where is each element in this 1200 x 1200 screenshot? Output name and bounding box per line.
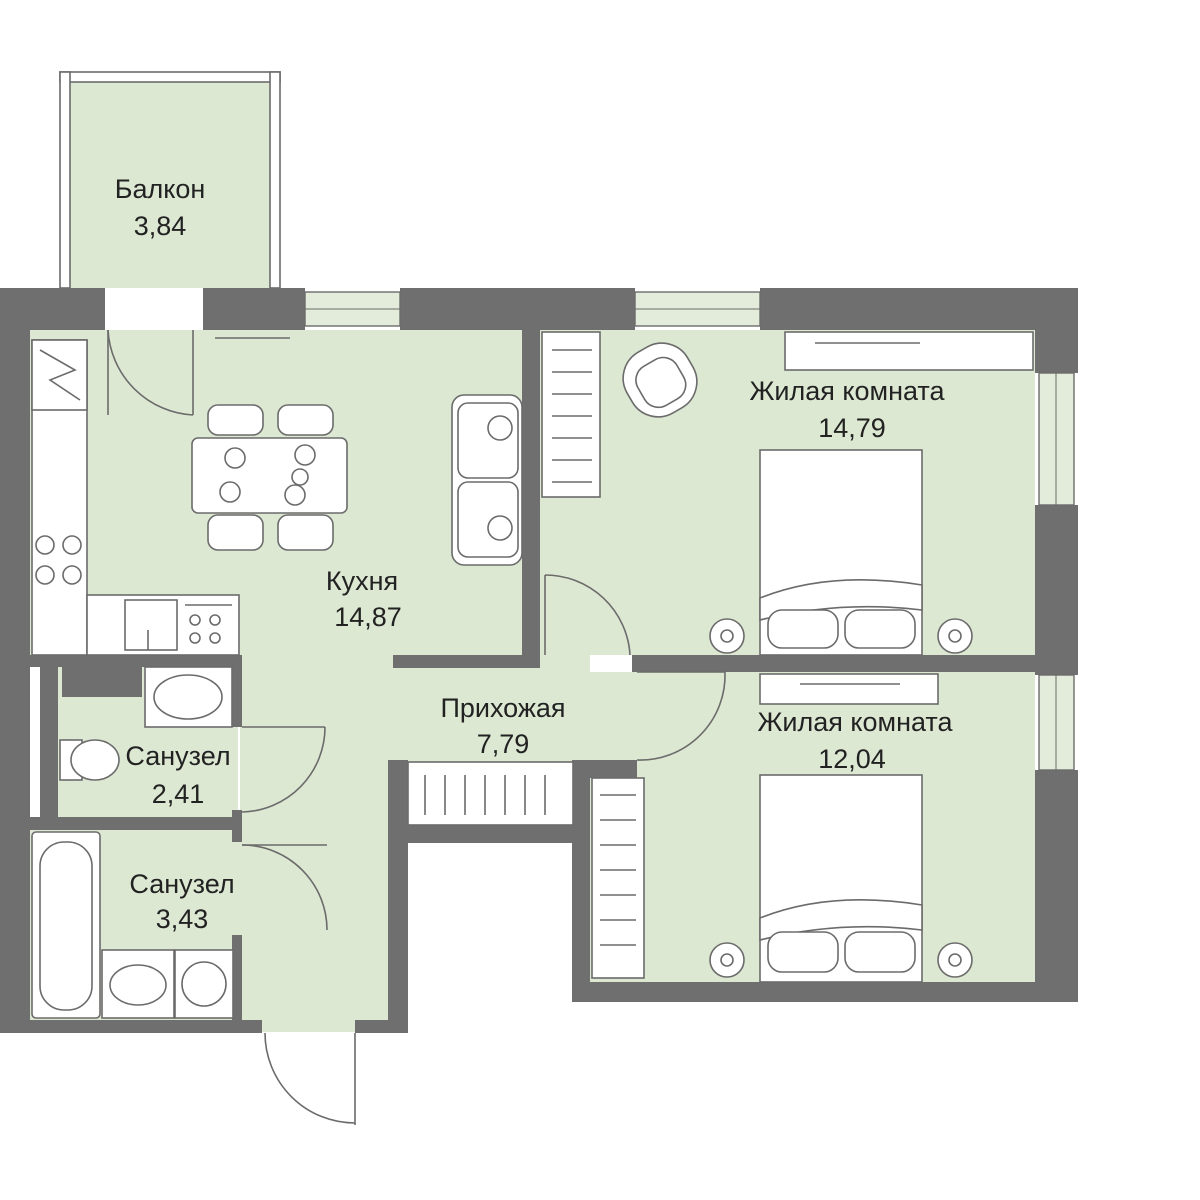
stove-icon bbox=[185, 604, 232, 644]
bedroom-1-area: 14,79 bbox=[818, 413, 886, 443]
wardrobe-2 bbox=[591, 777, 645, 979]
bedroom-2-name: Жилая комната bbox=[757, 707, 953, 737]
bath-1-name: Санузел bbox=[125, 741, 230, 771]
toilet-icon bbox=[59, 739, 120, 781]
bedroom-2-furniture bbox=[591, 673, 973, 983]
tv-stand-1 bbox=[784, 331, 1034, 371]
hall-wardrobe bbox=[407, 761, 574, 826]
balcony-floor bbox=[68, 80, 272, 288]
doors bbox=[107, 329, 726, 1125]
bedroom-2-area: 12,04 bbox=[818, 744, 886, 774]
bath-2-fixtures bbox=[31, 831, 234, 1019]
bath-1-fixtures bbox=[59, 666, 233, 781]
hall-furniture bbox=[407, 761, 574, 826]
cooktop-icon bbox=[35, 535, 82, 585]
hall-name: Прихожая bbox=[440, 693, 565, 723]
room-labels: Балкон 3,84 Кухня 14,87 Прихожая 7,79 Жи… bbox=[115, 174, 954, 934]
kitchen-furniture bbox=[31, 337, 523, 656]
kitchen-area: 14,87 bbox=[334, 602, 402, 632]
bed-2 bbox=[709, 774, 973, 983]
balcony-name: Балкон bbox=[115, 174, 206, 204]
armchair-icon bbox=[622, 342, 698, 418]
bath-2-name: Санузел bbox=[129, 869, 234, 899]
sofa-icon bbox=[451, 394, 523, 566]
wardrobe-1 bbox=[541, 331, 601, 498]
kitchen-name: Кухня bbox=[326, 566, 398, 596]
tv-stand-2 bbox=[759, 673, 939, 705]
bath-2-area: 3,43 bbox=[156, 904, 209, 934]
hall-floor bbox=[240, 655, 590, 770]
hall-area: 7,79 bbox=[477, 729, 530, 759]
bedroom-1-name: Жилая комната bbox=[749, 376, 945, 406]
walls bbox=[0, 288, 1078, 1033]
balcony-area: 3,84 bbox=[134, 211, 187, 241]
plate-icons bbox=[219, 444, 316, 506]
sink-icon bbox=[124, 599, 178, 651]
chair-icons bbox=[207, 404, 334, 551]
dining-table bbox=[191, 437, 348, 514]
hall-floor-lower bbox=[240, 760, 405, 1032]
bath-1-area: 2,41 bbox=[152, 779, 205, 809]
windows bbox=[304, 291, 1075, 771]
bed-1 bbox=[709, 449, 973, 656]
bedroom-1-furniture bbox=[541, 331, 1034, 656]
